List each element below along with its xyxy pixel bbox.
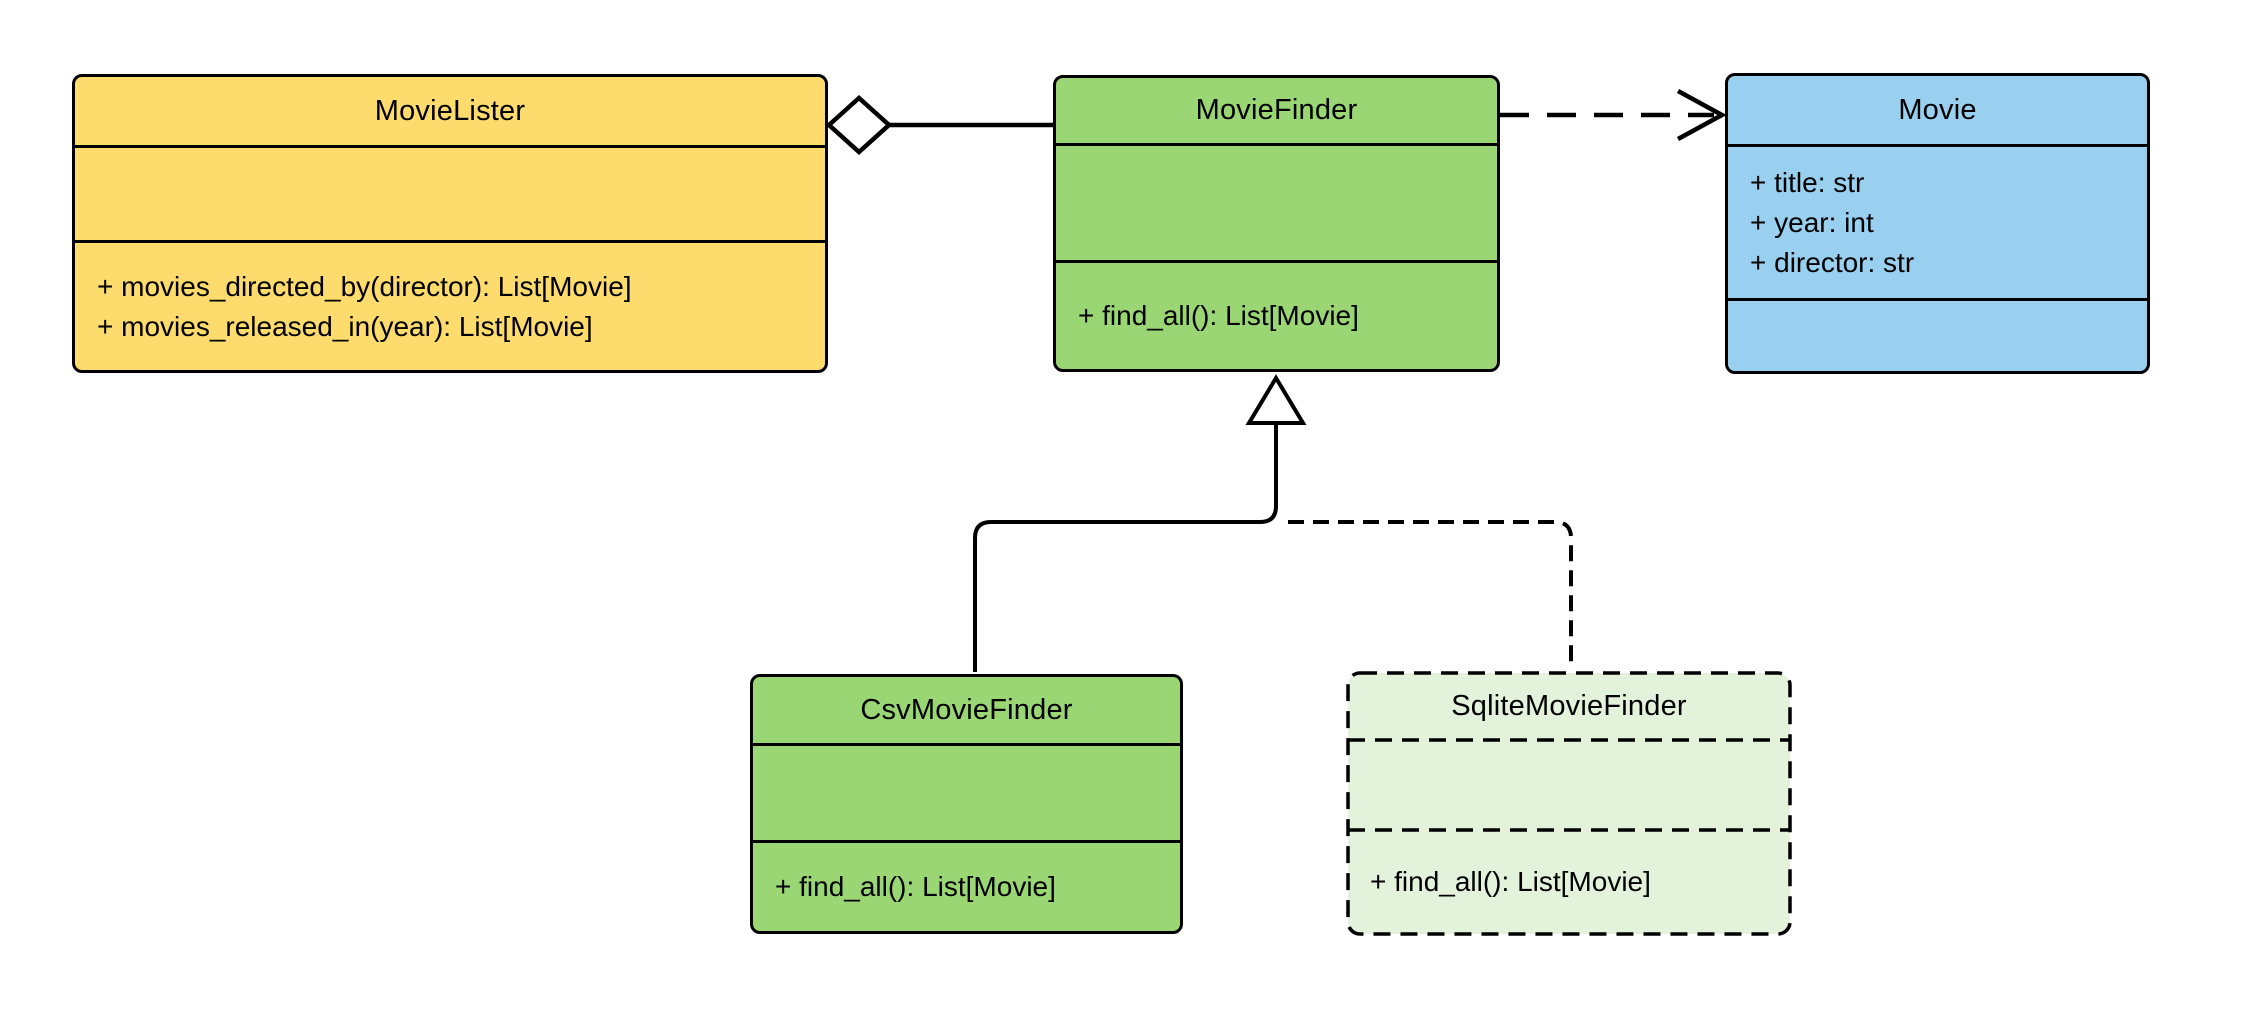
methods-compartment-sqlitemoviefinder: + find_all(): List[Movie] xyxy=(1348,830,1790,934)
method-label: + find_all(): List[Movie] xyxy=(1370,866,1651,897)
attributes-compartment-moviefinder xyxy=(1056,143,1497,260)
dependency-connector-moviefinder-movie xyxy=(1500,89,1727,141)
method-label: + movies_released_in(year): List[Movie] xyxy=(97,310,593,342)
attributes-compartment-csvmoviefinder xyxy=(753,743,1180,840)
attributes-compartment-movielister xyxy=(75,145,825,240)
class-moviefinder: MovieFinder + find_all(): List[Movie] xyxy=(1053,75,1500,372)
class-movie: Movie + title: str + year: int + directo… xyxy=(1725,73,2150,374)
attribute-label: + director: str xyxy=(1750,246,1915,278)
class-name-moviefinder: MovieFinder xyxy=(1195,94,1358,126)
inheritance-dashed-line xyxy=(1288,520,1573,669)
open-diamond-icon xyxy=(825,94,893,156)
methods-compartment-moviefinder: + find_all(): List[Movie] xyxy=(1056,260,1497,369)
methods-compartment-movie xyxy=(1728,298,2147,371)
class-name-sqlitemoviefinder: SqliteMovieFinder xyxy=(1451,690,1687,722)
attributes-compartment-movie: + title: str + year: int + director: str xyxy=(1728,144,2147,298)
class-sqlitemoviefinder: SqliteMovieFinder + find_all(): List[Mov… xyxy=(1348,673,1790,934)
class-movielister: MovieLister + movies_directed_by(directo… xyxy=(72,74,828,373)
class-name-movie: Movie xyxy=(1898,93,1977,126)
methods-compartment-movielister: + movies_directed_by(director): List[Mov… xyxy=(75,240,825,370)
class-name-movielister: MovieLister xyxy=(374,94,526,127)
hollow-triangle-icon xyxy=(1245,374,1307,425)
methods-compartment-csvmoviefinder: + find_all(): List[Movie] xyxy=(753,840,1180,931)
method-label: + movies_directed_by(director): List[Mov… xyxy=(97,270,632,302)
open-arrowhead-icon xyxy=(1676,89,1727,141)
class-csvmoviefinder: CsvMovieFinder + find_all(): List[Movie] xyxy=(750,674,1183,934)
class-name-csvmoviefinder: CsvMovieFinder xyxy=(860,693,1073,726)
attribute-label: + title: str xyxy=(1750,166,1865,198)
attribute-label: + year: int xyxy=(1750,206,1874,238)
inheritance-connector-csvmoviefinder-moviefinder xyxy=(973,374,1307,672)
method-label: + find_all(): List[Movie] xyxy=(775,871,1056,902)
method-label: + find_all(): List[Movie] xyxy=(1078,300,1359,331)
inheritance-connector-sqlitemoviefinder-moviefinder xyxy=(1288,520,1573,669)
inheritance-solid-line xyxy=(973,424,1278,672)
aggregation-connector-movielister-moviefinder xyxy=(825,94,1055,156)
attributes-compartment-sqlitemoviefinder xyxy=(1348,740,1790,830)
